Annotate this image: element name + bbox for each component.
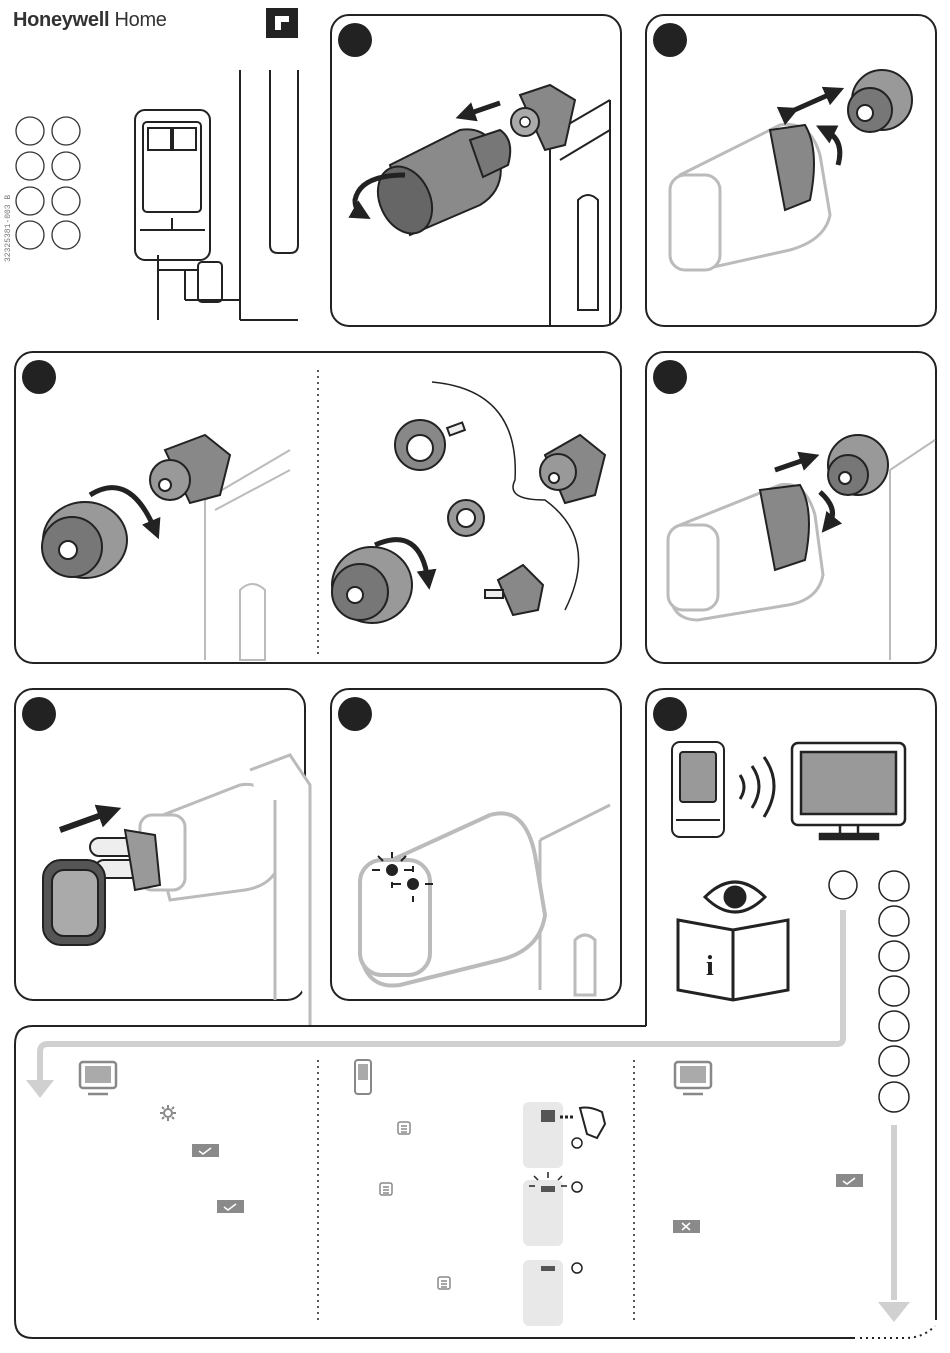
monitor-icon xyxy=(80,1062,116,1094)
valve-icon xyxy=(511,85,575,150)
old-thermostat-head xyxy=(368,129,511,242)
monitor-icon xyxy=(792,743,905,839)
svg-text:i: i xyxy=(706,951,714,982)
gear-icon xyxy=(160,1105,176,1121)
cross-button-icon[interactable] xyxy=(673,1220,700,1233)
wireless-signal-icon xyxy=(740,757,774,817)
info-book-icon: i xyxy=(678,920,788,1000)
clock-icon xyxy=(572,1182,582,1192)
menu-icon xyxy=(398,1122,410,1134)
step-number-disks xyxy=(22,23,687,731)
adapter-nut xyxy=(848,70,912,132)
menu-icon xyxy=(380,1183,392,1195)
push-arrow-icon xyxy=(60,812,110,830)
thermostat-overview xyxy=(135,70,298,320)
adapter-nut xyxy=(42,502,127,578)
radiator-icon xyxy=(890,440,935,660)
adapter-part-ring xyxy=(448,500,484,536)
compatibility-circles xyxy=(16,117,80,249)
valve-icon xyxy=(150,435,230,503)
push-arrow-icon xyxy=(465,103,500,115)
adapter-part-insert xyxy=(485,565,543,615)
clock-icon xyxy=(572,1138,582,1148)
new-thermostat-ghost xyxy=(360,813,545,985)
eye-icon xyxy=(705,882,765,912)
thermostat-detail-1 xyxy=(523,1102,605,1168)
checkmark-button-icon[interactable] xyxy=(192,1144,219,1157)
hand-press-icon xyxy=(580,1108,605,1139)
panel-setup-flow xyxy=(15,1026,855,1338)
valve-icon xyxy=(540,435,605,503)
radiator-icon xyxy=(540,805,610,995)
push-arrow-icon xyxy=(775,458,810,470)
rotate-arrow-icon xyxy=(820,492,833,525)
clock-icon xyxy=(572,1263,582,1273)
thermostat-icon xyxy=(672,742,724,837)
option-circles xyxy=(879,871,909,1112)
menu-icon xyxy=(438,1277,450,1289)
valve-icon xyxy=(828,435,888,495)
thermostat-detail-2 xyxy=(523,1172,582,1246)
push-arrow-icon xyxy=(790,92,835,112)
option-circle xyxy=(829,871,857,899)
new-thermostat-ghost xyxy=(140,755,310,1025)
checkmark-button-icon[interactable] xyxy=(217,1200,244,1213)
battery-cover xyxy=(43,860,105,945)
monitor-icon xyxy=(675,1062,711,1094)
thermostat-detail-3 xyxy=(523,1260,582,1326)
honeywell-logo-mark-icon xyxy=(266,8,298,38)
adapter-nut xyxy=(332,547,412,623)
adapter-part-clip xyxy=(395,420,465,470)
flow-continuation xyxy=(860,1326,935,1338)
checkmark-button-icon[interactable] xyxy=(836,1174,863,1187)
rotate-arrow-icon xyxy=(825,130,840,165)
thermostat-icon xyxy=(355,1060,371,1094)
